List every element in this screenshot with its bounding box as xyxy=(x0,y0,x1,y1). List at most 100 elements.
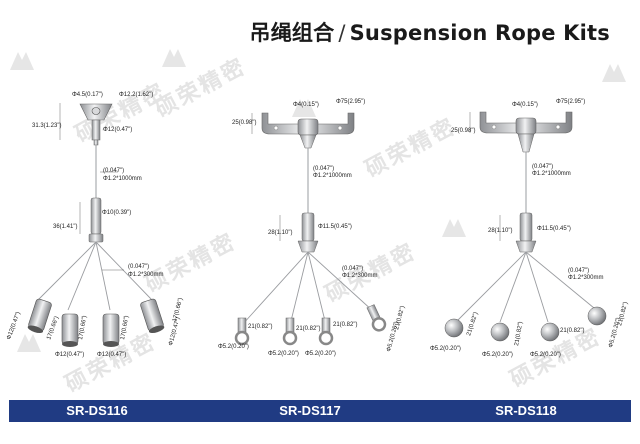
gripper-cone xyxy=(517,133,535,153)
dim-label: Φ5.2(0.20") xyxy=(608,317,622,348)
dim-label: 36(1.41") xyxy=(53,224,77,230)
dim-label: Φ5.2(0.20") xyxy=(218,344,249,350)
cup-gripper xyxy=(61,313,79,347)
ball-gripper xyxy=(540,322,560,342)
branch-wire xyxy=(241,251,309,326)
cap-screw-icon xyxy=(91,107,101,115)
dim-label: Φ4(0.15") xyxy=(293,102,319,108)
branch-wire xyxy=(307,251,375,313)
dim-label: (0.047") xyxy=(103,168,124,174)
ring-terminal xyxy=(234,317,250,346)
dim-label: Φ12(0.47") xyxy=(97,352,126,358)
gripper-cone xyxy=(299,134,317,149)
dim-label: 17(0.66") xyxy=(78,315,88,340)
branch-wire xyxy=(37,241,97,301)
cup-gripper xyxy=(27,298,52,334)
title-separator: / xyxy=(338,21,346,45)
dim-label: Φ1.2*300mm xyxy=(128,272,163,278)
dim-label: (0.047") xyxy=(128,264,149,270)
dim-label: 17(0.66") xyxy=(172,297,184,322)
dim-label: 28(1.10") xyxy=(488,228,512,234)
model-label: SR-DS118 xyxy=(495,403,557,418)
dim-label: Φ12(0.47") xyxy=(55,352,84,358)
kit-sr-ds118: Φ4(0.15") Φ75(2.95") 25(0.98") (0.047") … xyxy=(430,99,629,358)
ball-gripper xyxy=(490,322,510,342)
dim-label: Φ5.2(0.20") xyxy=(305,351,336,357)
dim-label: (0.047") xyxy=(313,166,334,172)
hub-cone xyxy=(515,240,537,253)
suspension-kits-diagram: Φ4.5(0.17") Φ12.2(1.62") 31.3(1.23") Φ12… xyxy=(6,92,629,358)
branch-wire xyxy=(525,251,595,309)
title-cn: 吊绳组合 xyxy=(249,21,335,45)
branch-wire xyxy=(525,251,549,323)
dim-label: 21(0.82") xyxy=(296,326,320,332)
dim-label: Φ10(0.39") xyxy=(102,210,131,216)
dim-label: Φ1.2*300mm xyxy=(568,275,603,281)
dim-label: 28(1.10") xyxy=(268,230,292,236)
kit-sr-ds117: Φ4(0.15") Φ75(2.95") 25(0.98") (0.047") … xyxy=(218,99,406,357)
dim-label: Φ4(0.15") xyxy=(512,102,538,108)
model-label: SR-DS117 xyxy=(279,403,341,418)
dim-label: Φ75(2.95") xyxy=(336,99,365,105)
ring-terminal xyxy=(366,304,387,332)
ring-terminal xyxy=(282,317,298,346)
dim-label: Φ11.5(0.45") xyxy=(318,224,352,230)
hub-collar xyxy=(88,233,104,243)
dim-label: 17(0.66") xyxy=(120,315,130,340)
ball-gripper xyxy=(587,306,607,326)
dim-label: Φ1.2*1000mm xyxy=(313,173,352,179)
dim-label: Φ5.2(0.20") xyxy=(386,321,400,352)
cup-gripper xyxy=(140,298,165,334)
model-bar: SR-DS116 SR-DS117 SR-DS118 xyxy=(9,400,631,422)
branch-wire xyxy=(307,251,327,326)
dim-label: Φ1.2*1000mm xyxy=(103,176,142,182)
dim-label: 21(0.82") xyxy=(514,321,524,346)
dim-label: 21(0.82") xyxy=(466,311,479,336)
branch-wire xyxy=(67,241,97,311)
branch-wire xyxy=(289,251,309,326)
dim-label: (0.047") xyxy=(568,268,589,274)
dim-label: 25(0.98") xyxy=(451,128,475,134)
watermark-logo-icon xyxy=(602,64,626,82)
watermark-logo-icon xyxy=(10,52,34,70)
branch-wire xyxy=(455,251,527,323)
dim-label: Φ5.2(0.20") xyxy=(482,352,513,358)
title-en: Suspension Rope Kits xyxy=(349,21,610,45)
screw-hole-icon xyxy=(337,125,343,131)
dim-label: Φ12.2(1.62") xyxy=(119,92,153,98)
dim-label: Φ5.2(0.20") xyxy=(268,351,299,357)
dim-label: Φ1.2*1000mm xyxy=(532,171,571,177)
page-title: 吊绳组合/Suspension Rope Kits xyxy=(250,17,610,47)
dim-label: 21(0.82") xyxy=(248,324,272,330)
dim-label: 17(0.66") xyxy=(46,316,60,341)
branch-wire xyxy=(95,241,153,301)
dim-label: (0.047") xyxy=(532,164,553,170)
watermark-logo-icon xyxy=(17,334,41,352)
dim-label: 25(0.98") xyxy=(232,120,256,126)
screw-hole-icon xyxy=(555,124,561,130)
hub-gripper xyxy=(519,212,533,242)
dim-label: Φ75(2.95") xyxy=(556,99,585,105)
dim-label: 21(0.82") xyxy=(333,322,357,328)
dim-label: Φ1.2*300mm xyxy=(342,273,377,279)
cap-gripper-tip xyxy=(93,139,99,146)
ring-terminal xyxy=(318,317,334,346)
dim-label: Φ12(0.47") xyxy=(103,127,132,133)
dim-label: Φ5.2(0.20") xyxy=(430,346,461,352)
dim-label: Φ5.2(0.20") xyxy=(530,352,561,358)
hub-gripper xyxy=(301,212,315,242)
cap-gripper xyxy=(91,119,101,141)
dim-label: 21(0.82") xyxy=(560,328,584,334)
screw-hole-icon xyxy=(273,125,279,131)
dim-label: Φ4.5(0.17") xyxy=(72,92,103,98)
hub-cone xyxy=(297,240,319,253)
hub-gripper xyxy=(90,197,102,235)
branch-wire xyxy=(499,251,527,323)
watermark-logo-icon xyxy=(292,99,316,117)
watermark-logo-icon xyxy=(162,49,186,67)
dim-label: Φ12(0.47") xyxy=(6,311,22,341)
ceiling-plate xyxy=(479,111,573,134)
cup-gripper xyxy=(102,313,120,347)
ball-gripper xyxy=(444,318,464,338)
